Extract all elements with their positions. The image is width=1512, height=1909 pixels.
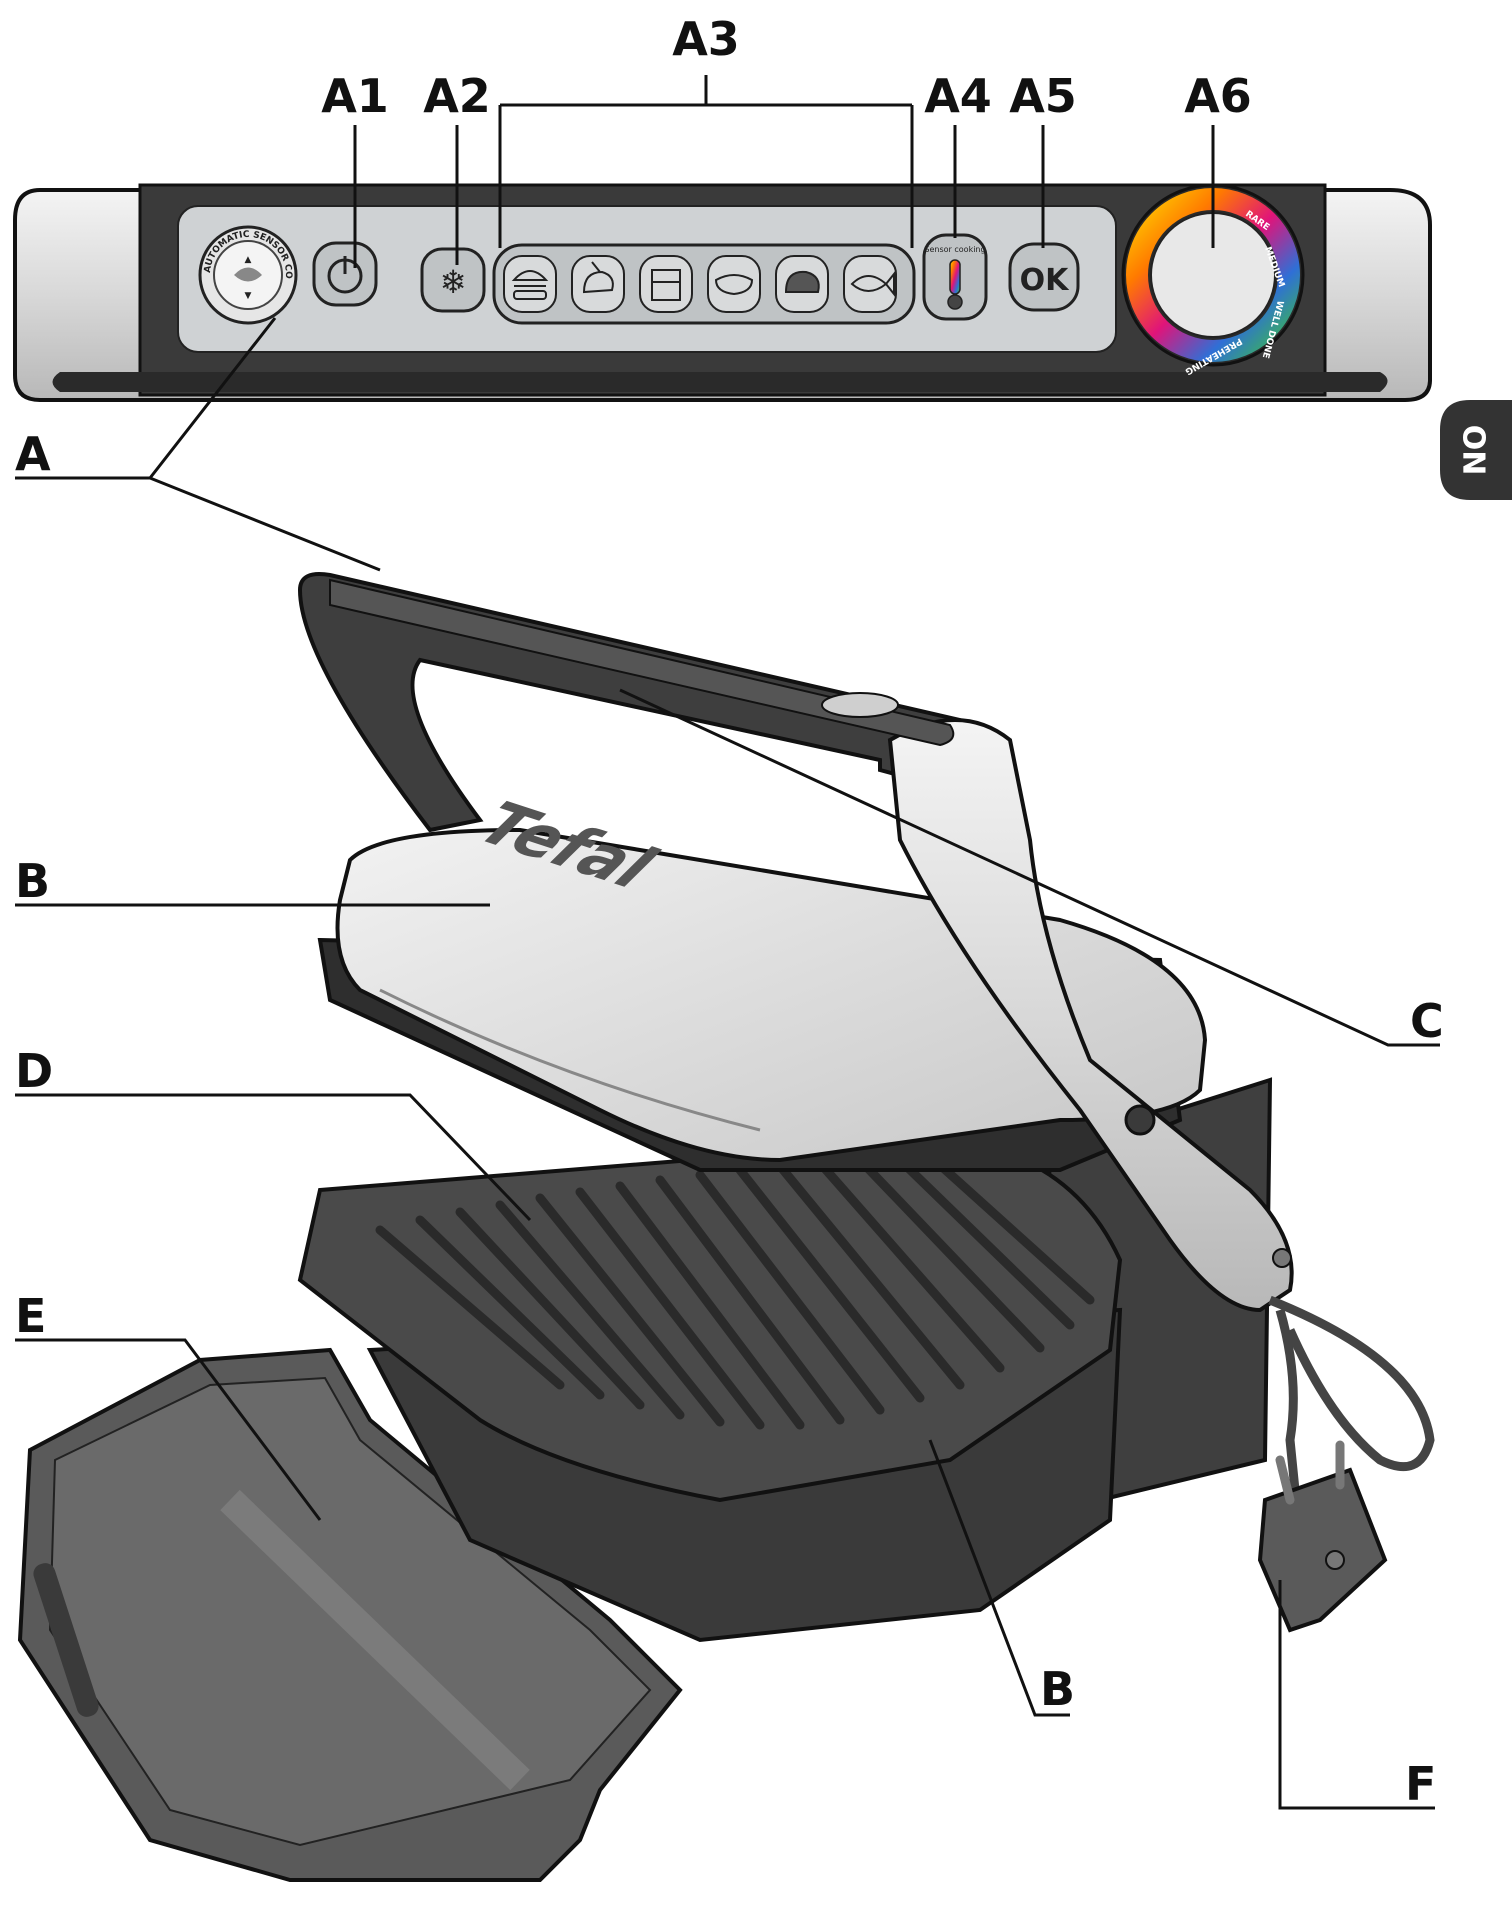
label-A4: A4 <box>924 69 992 123</box>
program-burger-button[interactable] <box>503 255 557 313</box>
program-poultry-button[interactable] <box>571 255 625 313</box>
label-C: C <box>1410 994 1444 1048</box>
power-button[interactable] <box>312 241 378 307</box>
ok-button-label: OK <box>1020 263 1071 298</box>
label-A2: A2 <box>423 69 491 123</box>
power-cord-plug <box>1257 1295 1435 1633</box>
cooking-programs-group <box>492 243 916 325</box>
grill-ridges <box>375 1155 1095 1430</box>
label-B-bottom: B <box>1040 1662 1075 1716</box>
label-A3: A3 <box>672 12 740 66</box>
sandwich-icon <box>651 269 681 301</box>
label-A1: A1 <box>321 69 389 123</box>
sensor-cooking-label: Sensor cooking <box>924 245 985 254</box>
steak-icon <box>784 270 820 293</box>
poultry-icon <box>582 261 614 294</box>
program-sausage-button[interactable] <box>707 255 761 313</box>
sensor-arrow-up: ▲ <box>245 255 252 265</box>
drip-tray <box>17 1347 683 1882</box>
label-D: D <box>15 1044 53 1098</box>
manual-mode-button[interactable]: Sensor cooking <box>922 233 988 321</box>
lid-handle[interactable] <box>297 572 1294 1313</box>
label-A6: A6 <box>1184 69 1252 123</box>
burger-icon <box>511 270 549 300</box>
program-fish-button[interactable] <box>843 255 897 313</box>
label-E: E <box>15 1289 46 1343</box>
label-B-top: B <box>15 854 50 908</box>
grill-appliance: Tefal <box>17 572 1435 1882</box>
callout-labels: A1 A2 A3 A4 A5 A6 A B C D E B F <box>15 12 1444 1811</box>
snowflake-icon: ❄ <box>440 263 467 301</box>
program-sandwich-button[interactable] <box>639 255 693 313</box>
sausage-icon <box>714 274 754 296</box>
ok-button[interactable]: OK <box>1008 242 1080 312</box>
sensor-arrow-down: ▼ <box>245 291 252 301</box>
hinge-screw <box>1124 1104 1156 1136</box>
upper-plate-lid: Tefal <box>317 790 1208 1172</box>
language-tab: NO <box>1440 400 1512 500</box>
label-F: F <box>1405 1757 1436 1811</box>
cooking-level-indicator: RARE MEDIUM WELL DONE PREHEATING <box>1121 183 1305 376</box>
label-A: A <box>15 427 51 481</box>
lower-grill-plate <box>297 1137 1123 1503</box>
fish-icon <box>850 271 895 297</box>
language-tab-label: NO <box>1459 425 1494 476</box>
program-meat-button[interactable] <box>775 255 829 313</box>
frozen-food-button[interactable]: ❄ <box>420 247 486 313</box>
label-A5: A5 <box>1009 69 1077 123</box>
thermometer-icon <box>949 259 961 295</box>
leader-lines <box>15 75 1440 1810</box>
